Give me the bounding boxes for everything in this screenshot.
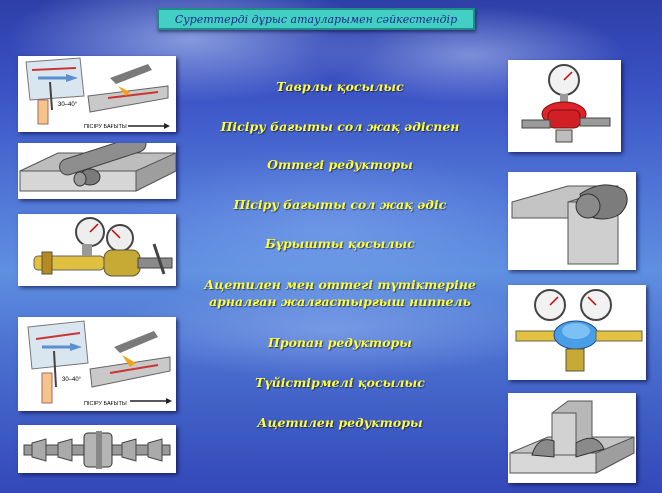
picture-hose-nipple[interactable] — [18, 425, 176, 473]
picture-propane-regulator[interactable] — [508, 285, 646, 380]
label-left-welding-method[interactable]: Пісіру бағыты сол жақ әдіспен — [220, 119, 460, 134]
page-title: Суреттерді дұрыс атауларымен сәйкестенді… — [157, 8, 475, 30]
picture-welding-direction-1[interactable]: 30–40° ПІСІРУ БАҒЫТЫ — [18, 56, 176, 132]
angle-label-2: 30–40° — [62, 377, 82, 383]
picture-acetylene-regulator[interactable] — [508, 60, 621, 152]
label-t-joint[interactable]: Таврлы қосылыс — [276, 79, 404, 94]
label-oxygen-regulator[interactable]: Оттегі редукторы — [267, 157, 413, 172]
label-acetylene-regulator[interactable]: Ацетилен редукторы — [257, 415, 423, 430]
label-butt-joint[interactable]: Түйістірмелі қосылыс — [255, 375, 425, 390]
label-hose-nipple[interactable]: Ацетилен мен оттегі түтіктеріне арналған… — [204, 277, 476, 309]
picture-welding-direction-2[interactable]: 30–40° ПІСІРУ БАҒЫТЫ — [18, 317, 176, 411]
angle-label-1: 30–40° — [58, 102, 78, 108]
direction-label-2: ПІСІРУ БАҒЫТЫ — [84, 401, 127, 407]
picture-t-joint[interactable] — [508, 393, 636, 483]
picture-butt-joint-pipe[interactable] — [18, 143, 176, 199]
label-corner-joint[interactable]: Бұрышты қосылыс — [265, 236, 415, 251]
label-propane-regulator[interactable]: Пропан редукторы — [268, 335, 412, 350]
picture-corner-joint[interactable] — [508, 172, 636, 270]
picture-oxygen-regulator[interactable] — [18, 214, 176, 286]
label-left-welding-direction[interactable]: Пісіру бағыты сол жақ әдіс — [233, 197, 447, 212]
direction-label-1: ПІСІРУ БАҒЫТЫ — [84, 124, 127, 130]
